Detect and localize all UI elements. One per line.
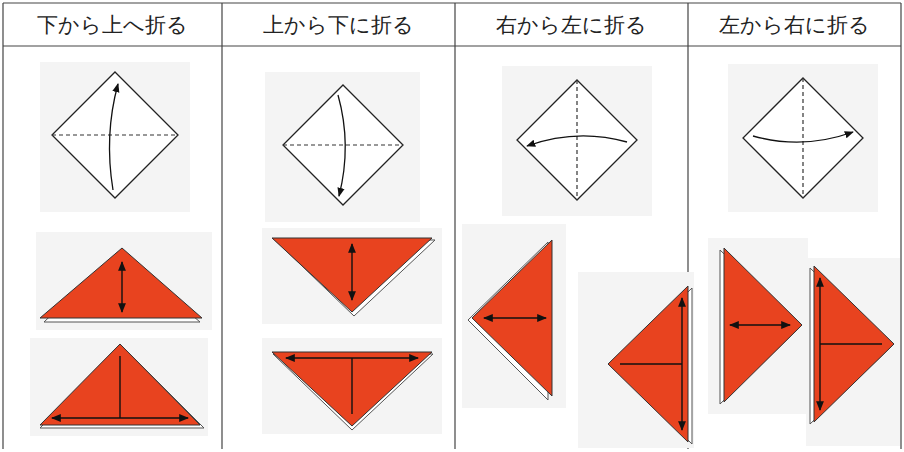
column-header: 左から右に折る bbox=[719, 11, 870, 39]
column-header: 下から上へ折る bbox=[37, 11, 188, 39]
column-header: 右から左に折る bbox=[496, 11, 647, 39]
column-header: 上から下に折る bbox=[263, 11, 414, 39]
